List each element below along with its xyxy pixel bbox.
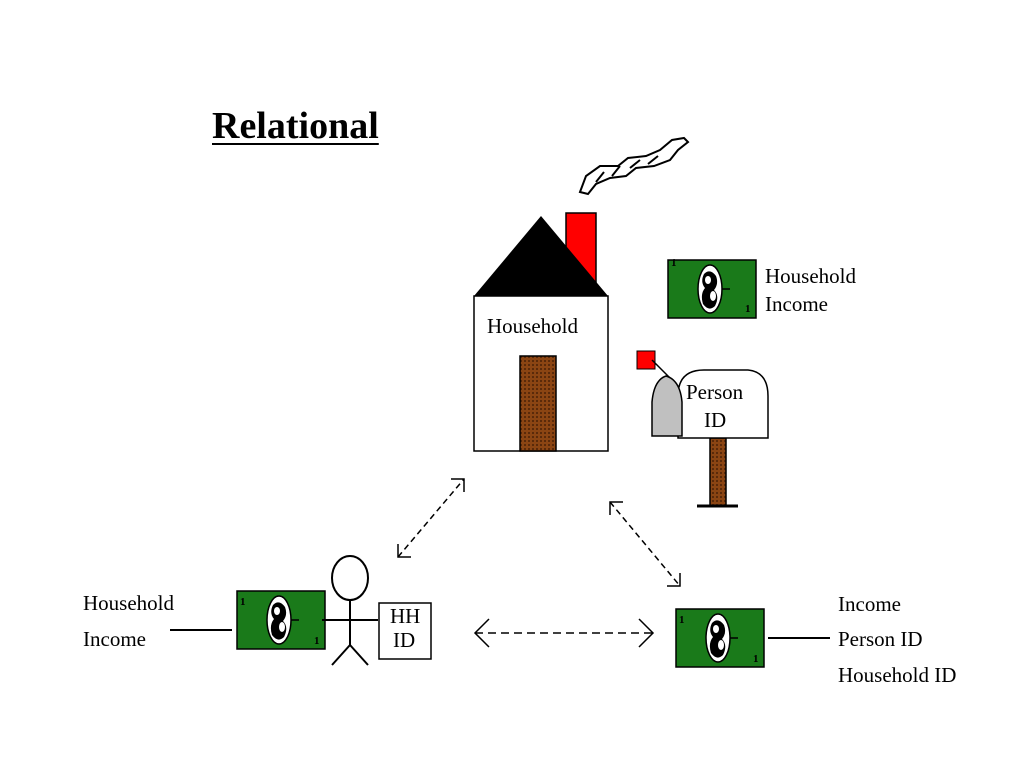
chimney-smoke-icon bbox=[578, 136, 690, 196]
bill-denomination: 1 bbox=[671, 257, 677, 269]
stick-figure-person-icon bbox=[322, 555, 378, 666]
right-money-label-line3: Household ID bbox=[838, 663, 957, 687]
mailbox-label-line1: Person bbox=[686, 380, 744, 404]
mailbox-body bbox=[677, 369, 769, 439]
hh-id-label-line1: HH bbox=[390, 604, 421, 628]
double-headed-arrow-icon bbox=[609, 501, 681, 587]
right-money-label-line1: Income bbox=[838, 592, 901, 616]
bill-denomination: 1 bbox=[745, 303, 751, 315]
mailbox-icon bbox=[636, 350, 769, 508]
hh-id-label-line2: ID bbox=[393, 628, 416, 652]
mailbox-label-line2: ID bbox=[704, 408, 727, 432]
hh-id-box bbox=[378, 602, 432, 660]
bill-denomination: 1 bbox=[753, 653, 759, 665]
bill-denomination: 1 bbox=[240, 596, 246, 608]
mailbox-door bbox=[651, 375, 683, 437]
page-title: Relational bbox=[212, 105, 379, 147]
double-headed-arrow-icon bbox=[397, 478, 465, 558]
dollar-bill-icon bbox=[675, 608, 765, 668]
house-label: Household bbox=[487, 314, 578, 338]
dollar-bill-icon bbox=[667, 259, 757, 319]
top-right-money-label-line2: Income bbox=[765, 292, 828, 316]
top-right-money-label-line1: Household bbox=[765, 264, 856, 288]
house-icon bbox=[473, 212, 609, 452]
bill-denomination: 1 bbox=[679, 614, 685, 626]
mailbox-post bbox=[709, 437, 727, 507]
left-money-label-line2: Income bbox=[83, 627, 146, 651]
dollar-bill-icon bbox=[236, 590, 326, 650]
right-money-label-line2: Person ID bbox=[838, 627, 923, 651]
double-headed-arrow-icon bbox=[473, 618, 655, 648]
left-money-label-line1: Household bbox=[83, 591, 174, 615]
door bbox=[519, 355, 557, 452]
roof bbox=[474, 216, 608, 296]
bill-denomination: 1 bbox=[314, 635, 320, 647]
mailbox-flag bbox=[636, 350, 656, 370]
